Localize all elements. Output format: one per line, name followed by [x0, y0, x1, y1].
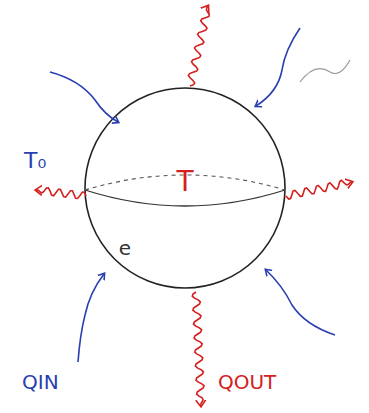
sphere-outline: [85, 88, 285, 288]
radiation-wave: [188, 6, 209, 86]
radiation-waves: [36, 6, 352, 406]
radiation-wave: [286, 180, 352, 199]
heat-in-arrow: [50, 72, 118, 122]
temperature-label: T: [176, 168, 193, 196]
heat-out-label: QOUT: [218, 372, 276, 392]
heat-in-arrow: [266, 270, 335, 335]
heat-in-label: QIN: [22, 372, 59, 392]
heat-in-arrow: [256, 28, 300, 106]
heat-in-arrow: [78, 274, 104, 362]
heat-in-arrows: [50, 28, 335, 362]
ambient-temperature-label: T₀: [24, 150, 46, 172]
stray-mark: [300, 60, 350, 82]
emissivity-label: e: [119, 238, 131, 258]
radiation-wave: [192, 292, 204, 406]
radiation-wave: [36, 188, 86, 199]
sphere-node: Te: [85, 88, 285, 288]
